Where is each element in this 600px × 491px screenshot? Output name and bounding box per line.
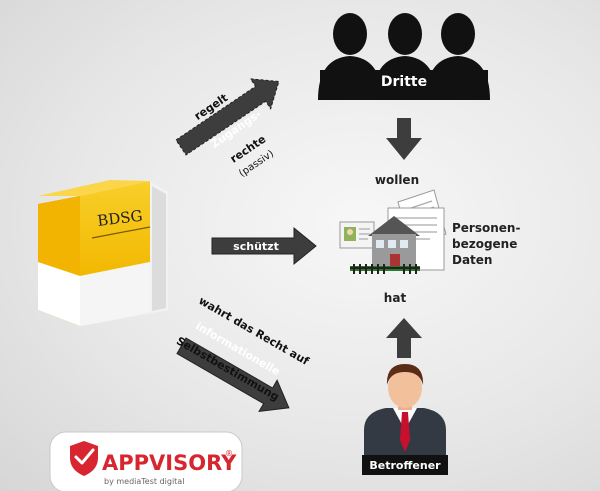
data-subject-person-icon xyxy=(362,364,448,475)
brand-name: APPVISORY xyxy=(102,451,237,475)
protects-label: schützt xyxy=(233,240,279,253)
bdsg-book-icon: BDSG xyxy=(38,180,168,326)
arrow-regulates-icon xyxy=(175,78,280,156)
data-label-line2: bezogene xyxy=(452,237,517,251)
id-card-icon xyxy=(339,221,375,249)
wants-label: wollen xyxy=(375,173,419,187)
third-parties-group xyxy=(318,13,490,100)
arrow-up-icon xyxy=(386,318,422,358)
appvisory-logo: APPVISORY ® by mediaTest digital xyxy=(49,431,243,491)
arrow-preserves-icon xyxy=(176,337,290,412)
data-label-line3: Daten xyxy=(452,253,492,267)
arrow-protects-icon xyxy=(211,226,317,266)
arrow-down-icon xyxy=(386,118,422,160)
shield-icon xyxy=(70,441,98,476)
brand-reg-mark: ® xyxy=(225,449,233,458)
svg-text:Personen- bezogene Dat: Personen- bezogene Daten xyxy=(452,221,525,267)
book-title: BDSG xyxy=(96,207,143,230)
brand-tagline: by mediaTest digital xyxy=(104,477,184,486)
has-label: hat xyxy=(384,291,407,305)
data-subject-label: Betroffener xyxy=(369,459,441,472)
data-label-line1: Personen- xyxy=(452,221,520,235)
house-icon xyxy=(350,216,420,274)
third-parties-label: Dritte xyxy=(381,74,427,90)
